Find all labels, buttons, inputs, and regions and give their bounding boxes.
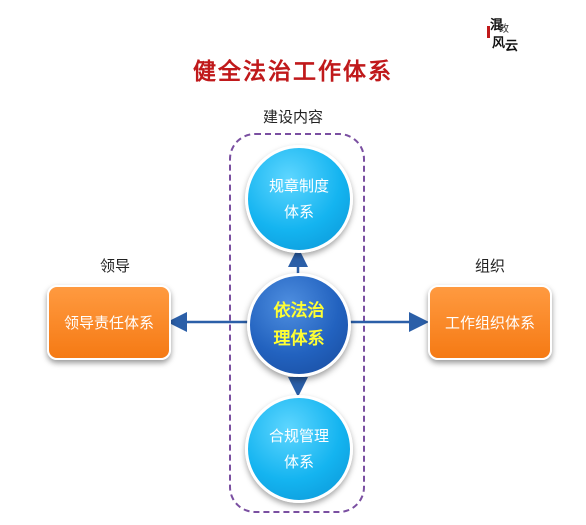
node-regulations-line2: 体系 bbox=[283, 203, 314, 221]
node-work-organization: 工作组织体系 bbox=[428, 285, 552, 360]
node-leadership-label: 领导责任体系 bbox=[63, 314, 154, 332]
node-regulations-line1: 规章制度 bbox=[268, 177, 329, 195]
node-organization-label: 工作组织体系 bbox=[444, 314, 535, 332]
organization-label: 组织 bbox=[474, 257, 505, 275]
node-compliance-line2: 体系 bbox=[283, 453, 314, 471]
logo-char-2: 改 bbox=[499, 24, 509, 35]
node-leadership-responsibility: 领导责任体系 bbox=[47, 285, 171, 360]
content-label: 建设内容 bbox=[262, 108, 323, 126]
logo: 混 改 风 云 bbox=[482, 14, 526, 54]
logo-char-4: 云 bbox=[505, 39, 519, 54]
node-center-line1: 依法治 bbox=[273, 301, 325, 321]
logo-seal bbox=[487, 26, 490, 38]
node-center-line2: 理体系 bbox=[273, 329, 325, 349]
node-compliance-system: 合规管理 体系 bbox=[245, 395, 353, 503]
logo-char-3: 风 bbox=[492, 36, 506, 51]
leadership-label: 领导 bbox=[99, 257, 130, 275]
page-title: 健全法治工作体系 bbox=[193, 59, 393, 85]
node-compliance-line1: 合规管理 bbox=[268, 427, 329, 445]
node-regulations-system: 规章制度 体系 bbox=[245, 145, 353, 253]
logo-char-1: 混 bbox=[490, 18, 504, 33]
node-rule-of-law-system: 依法治 理体系 bbox=[247, 273, 351, 377]
